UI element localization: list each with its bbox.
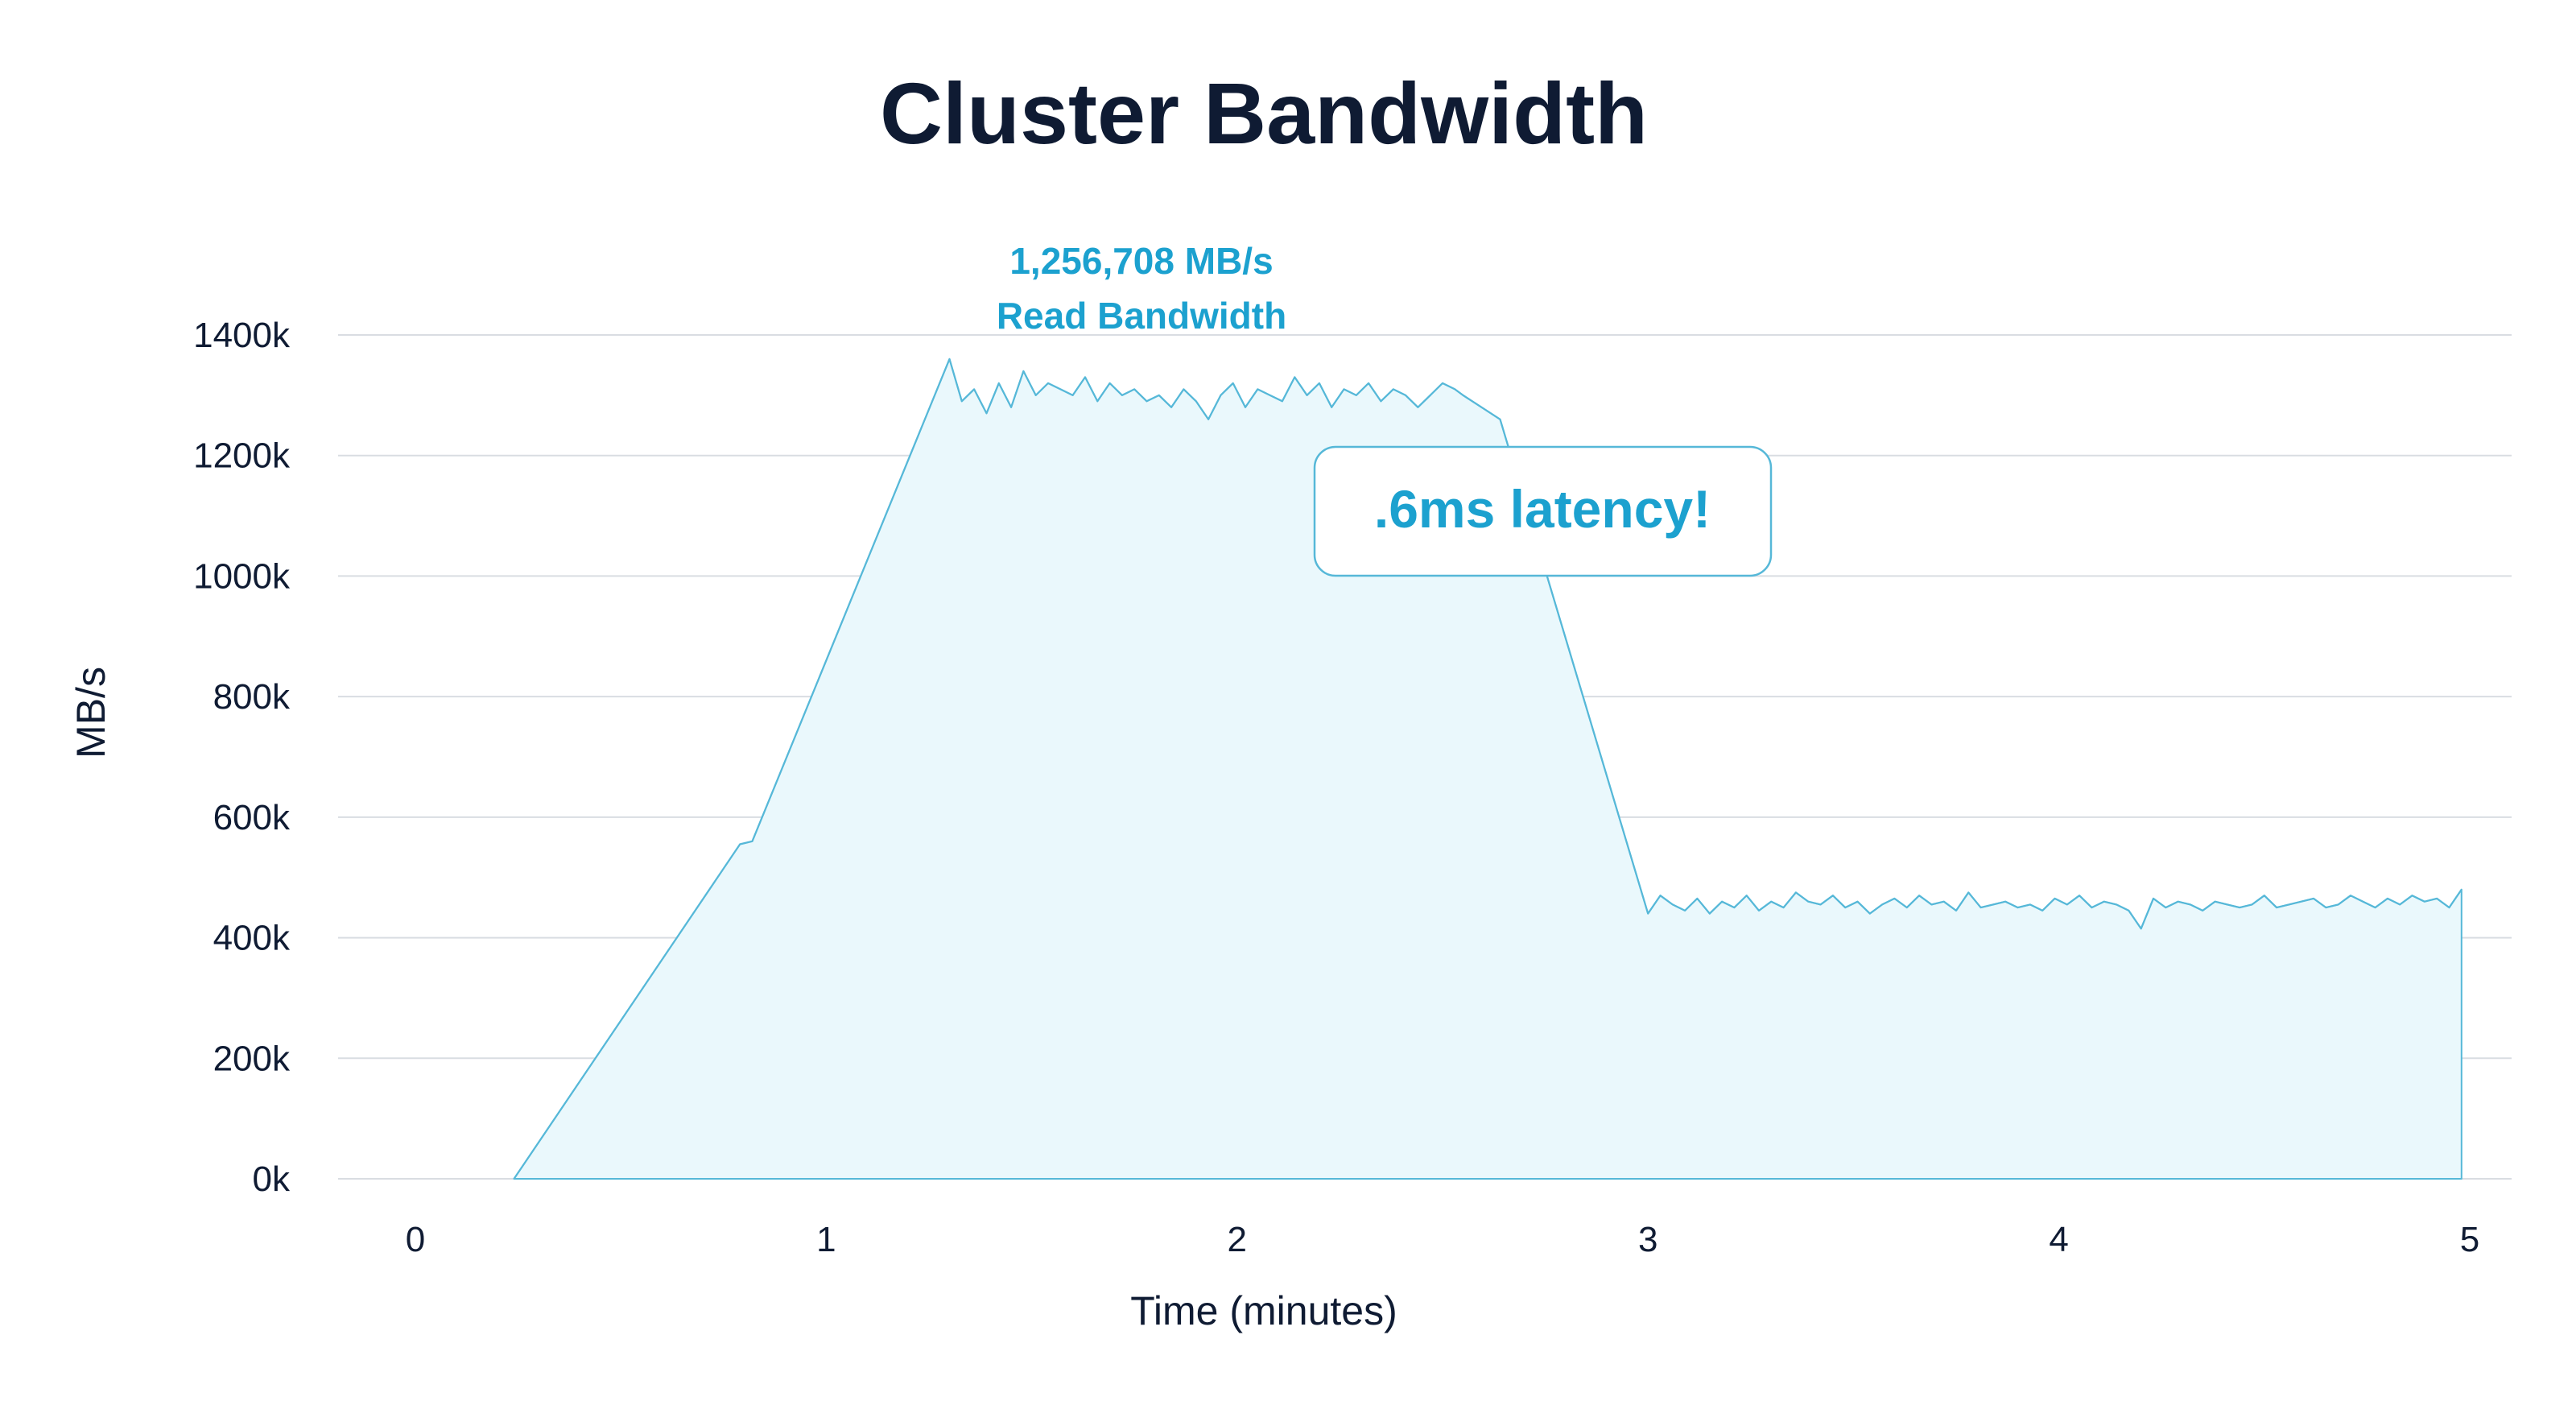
latency-callout-text: .6ms latency! xyxy=(1374,479,1711,539)
chart-title: Cluster Bandwidth xyxy=(880,64,1648,162)
y-tick-label: 600k xyxy=(213,798,291,837)
y-tick-label: 0k xyxy=(253,1159,291,1199)
x-tick-label: 2 xyxy=(1228,1220,1247,1259)
x-tick-label: 3 xyxy=(1638,1220,1657,1259)
y-tick-label: 1000k xyxy=(193,556,291,596)
y-tick-label: 400k xyxy=(213,919,291,958)
latency-callout: .6ms latency! xyxy=(1313,445,1773,577)
x-axis-label: Time (minutes) xyxy=(1130,1288,1397,1333)
series-read-bandwidth xyxy=(513,358,2462,1180)
x-tick-label: 1 xyxy=(816,1220,836,1259)
latency-callout-box xyxy=(1313,445,1773,577)
y-tick-label: 1200k xyxy=(193,436,291,476)
series-line xyxy=(513,358,2462,1180)
peak-caption-label: Read Bandwidth xyxy=(997,295,1286,337)
x-tick-label: 4 xyxy=(2049,1220,2068,1259)
y-tick-label: 800k xyxy=(213,677,291,717)
y-tick-label: 200k xyxy=(213,1039,291,1078)
y-tick-label: 1400k xyxy=(193,316,291,355)
x-tick-label: 0 xyxy=(406,1220,425,1259)
peak-value-label: 1,256,708 MB/s xyxy=(1009,240,1273,282)
x-axis-ticks: 0 1 2 3 4 5 xyxy=(406,1220,2479,1259)
y-axis-label: MB/s xyxy=(68,667,114,758)
x-tick-label: 5 xyxy=(2460,1220,2479,1259)
y-axis-ticks: 0k 200k 400k 600k 800k 1000k 1200k 1400k xyxy=(193,316,291,1199)
